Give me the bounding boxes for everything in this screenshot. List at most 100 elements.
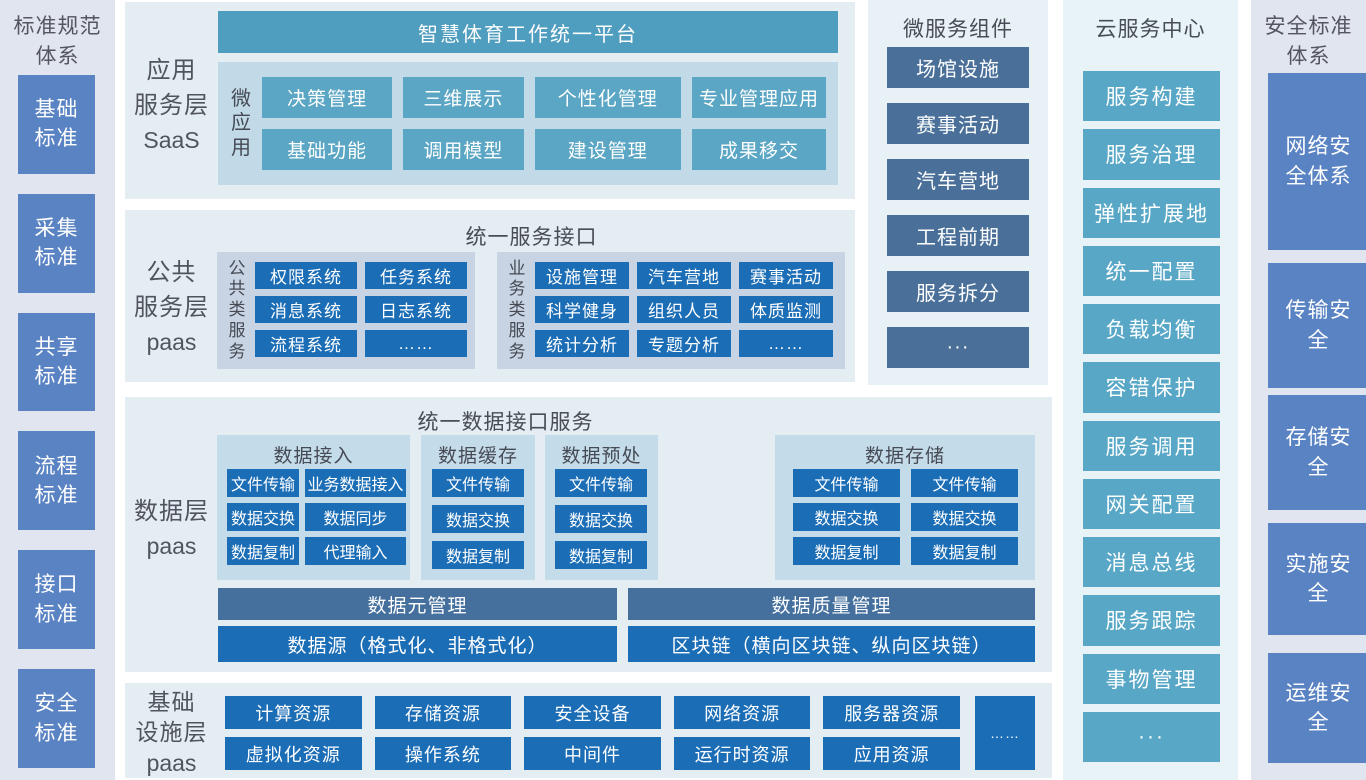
- business-services-group: 业务类服务 设施管理汽车营地赛事活动科学健身组织人员体质监测统计分析专题分析……: [497, 252, 845, 369]
- common-service-box: ……: [365, 330, 467, 357]
- common-service-box: 权限系统: [255, 262, 357, 289]
- public-layer-label-sub: paas: [146, 328, 197, 355]
- cloud-service-box: 网关配置: [1083, 478, 1220, 529]
- standard-item-box: 共享标准: [18, 312, 95, 412]
- common-service-box: 消息系统: [255, 296, 357, 323]
- data-layer-panel: 数据层 paas 统一数据接口服务 数据接入 文件传输业务数据接入数据交换数据同…: [125, 397, 1052, 672]
- data-cache-box: 数据复制: [432, 541, 524, 569]
- micro-app-box: 决策管理: [262, 77, 393, 118]
- public-layer-label-text: 公共 服务层: [134, 259, 209, 321]
- micro-app-box: 专业管理应用: [692, 77, 826, 118]
- security-item-box: 实施安全: [1268, 523, 1366, 635]
- cloud-service-list: 服务构建服务治理弹性扩展地统一配置负载均衡容错保护服务调用网关配置消息总线服务跟…: [1083, 71, 1220, 762]
- microservice-box: 工程前期: [887, 215, 1029, 256]
- common-services-grid: 权限系统任务系统消息系统日志系统流程系统……: [255, 262, 467, 357]
- public-layer-label: 公共 服务层 paas: [125, 256, 218, 359]
- cloud-service-box: 服务治理: [1083, 129, 1220, 180]
- standard-item-box: 接口标准: [18, 550, 95, 650]
- business-service-box: 赛事活动: [739, 262, 833, 289]
- data-preprocess-group: 数据预处 文件传输数据交换数据复制: [545, 435, 658, 580]
- data-cache-title: 数据缓存: [437, 446, 518, 467]
- cloud-service-box: ···: [1083, 711, 1220, 762]
- data-access-box: 数据同步: [305, 503, 406, 531]
- business-service-box: 体质监测: [739, 296, 833, 323]
- micro-app-vertical-label: 微应用: [231, 87, 251, 159]
- business-service-box: ……: [739, 330, 833, 357]
- data-storage-grid: 文件传输文件传输数据交换数据交换数据复制数据复制: [793, 469, 1018, 565]
- data-access-box: 数据复制: [227, 537, 299, 565]
- micro-app-grid: 决策管理三维展示个性化管理专业管理应用基础功能调用模型建设管理成果移交: [262, 77, 826, 170]
- cloud-service-box: 容错保护: [1083, 362, 1220, 413]
- security-standards-title: 安全标准体系: [1264, 15, 1353, 69]
- data-storage-box: 文件传输: [911, 469, 1018, 497]
- micro-app-box: 成果移交: [692, 129, 826, 170]
- cloud-service-box: 服务跟踪: [1083, 595, 1220, 646]
- cloud-service-box: 服务调用: [1083, 420, 1220, 471]
- infra-resource-box: 安全设备: [524, 696, 661, 729]
- standard-item-box: 采集标准: [18, 193, 95, 293]
- microservice-title: 微服务组件: [903, 18, 1013, 41]
- business-service-box: 汽车营地: [637, 262, 731, 289]
- infra-layer-label-sub: paas: [146, 749, 197, 776]
- common-service-box: 流程系统: [255, 330, 357, 357]
- microservice-box: 赛事活动: [887, 103, 1029, 144]
- security-item-box: 传输安全: [1268, 263, 1366, 388]
- standards-spec-list: 基础标准采集标准共享标准流程标准接口标准安全标准: [18, 75, 95, 768]
- infrastructure-layer-panel: 基础 设施层 paas 计算资源存储资源安全设备网络资源服务器资源虚拟化资源操作…: [125, 683, 1052, 778]
- data-preprocess-box: 文件传输: [555, 469, 647, 497]
- data-storage-group: 数据存储 文件传输文件传输数据交换数据交换数据复制数据复制: [775, 435, 1035, 580]
- infra-resource-box: 网络资源: [673, 696, 811, 729]
- standards-spec-title: 标准规范体系: [13, 15, 102, 69]
- cloud-service-box: 统一配置: [1083, 245, 1220, 296]
- micro-app-box: 个性化管理: [534, 77, 681, 118]
- data-access-box: 业务数据接入: [305, 469, 406, 497]
- micro-app-box: 基础功能: [262, 129, 393, 170]
- cloud-service-box: 弹性扩展地: [1083, 187, 1220, 238]
- data-preprocess-box: 数据交换: [555, 505, 647, 533]
- microservice-box: ···: [887, 327, 1029, 368]
- data-preprocess-title: 数据预处: [561, 446, 642, 467]
- business-service-box: 统计分析: [535, 330, 629, 357]
- infra-resource-box: 服务器资源: [823, 696, 960, 729]
- infra-resource-box: 运行时资源: [673, 737, 811, 770]
- unified-service-interface-title: 统一服务接口: [465, 226, 598, 249]
- standard-item-box: 基础标准: [18, 75, 95, 174]
- data-access-group: 数据接入 文件传输业务数据接入数据交换数据同步数据复制代理输入: [217, 435, 410, 580]
- common-service-box: 任务系统: [365, 262, 467, 289]
- cloud-service-box: 负载均衡: [1083, 304, 1220, 355]
- microservice-box: 服务拆分: [887, 271, 1029, 312]
- data-cache-grid: 文件传输数据交换数据复制: [432, 469, 524, 569]
- data-cache-box: 文件传输: [432, 469, 524, 497]
- security-standards-panel: 安全标准体系 网络安全体系 传输安全 存储安全 实施安全 运维安全: [1251, 0, 1366, 780]
- security-item-box: 网络安全体系: [1268, 73, 1366, 250]
- data-cache-box: 数据交换: [432, 505, 524, 533]
- common-services-vertical-label: 公共类服务: [228, 258, 246, 361]
- microservice-box: 场馆设施: [887, 47, 1029, 88]
- data-storage-box: 数据复制: [793, 537, 900, 565]
- microservice-box: 汽车营地: [887, 159, 1029, 200]
- microservice-panel: 微服务组件 场馆设施赛事活动汽车营地工程前期服务拆分 ···: [868, 0, 1048, 385]
- data-source-bar: 数据源（格式化、非格式化）: [218, 626, 617, 662]
- standard-item-box: 流程标准: [18, 431, 95, 531]
- data-storage-box: 数据交换: [793, 503, 900, 531]
- data-preprocess-box: 数据复制: [555, 541, 647, 569]
- infra-resource-box: 虚拟化资源: [225, 737, 362, 770]
- business-service-box: 组织人员: [637, 296, 731, 323]
- data-storage-box: 数据交换: [911, 503, 1018, 531]
- cloud-service-box: 事物管理: [1083, 653, 1220, 704]
- data-quality-bar: 数据质量管理: [628, 588, 1035, 620]
- data-layer-label: 数据层 paas: [125, 495, 218, 563]
- infra-more-box: ……: [975, 696, 1035, 770]
- business-service-box: 科学健身: [535, 296, 629, 323]
- saas-layer-label: 应用 服务层 SaaS: [125, 54, 218, 157]
- data-access-title: 数据接入: [273, 446, 354, 467]
- infra-resource-box: 存储资源: [374, 696, 512, 729]
- data-access-box: 数据交换: [227, 503, 299, 531]
- micro-app-box: 建设管理: [534, 129, 681, 170]
- infra-resource-box: 中间件: [524, 737, 661, 770]
- blockchain-bar: 区块链（横向区块链、纵向区块链）: [628, 626, 1035, 662]
- security-item-box: 运维安全: [1268, 653, 1366, 763]
- platform-title-bar: 智慧体育工作统一平台: [218, 11, 838, 53]
- data-cache-group: 数据缓存 文件传输数据交换数据复制: [421, 435, 535, 580]
- data-layer-label-text: 数据层: [134, 498, 209, 525]
